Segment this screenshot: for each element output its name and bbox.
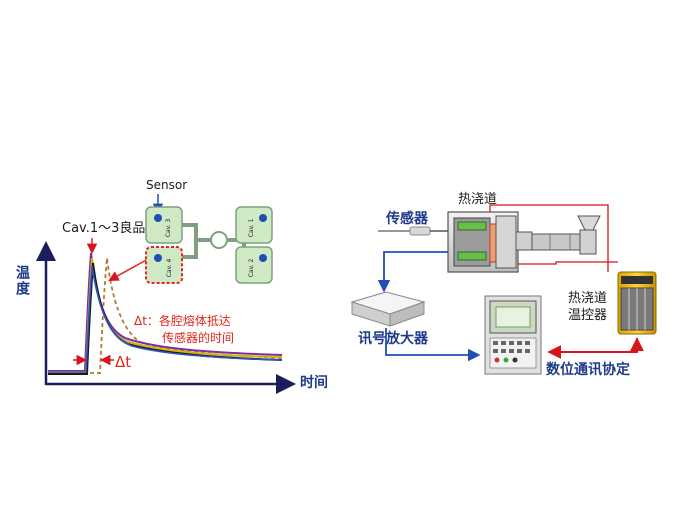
left-diagram: 温度 时间 Δt Cav.1～3良品 Δt：各腔熔体抵达 传感器的时间 Sens… xyxy=(14,178,328,394)
hopper xyxy=(577,215,601,231)
delta-t-note-line2: 传感器的时间 xyxy=(162,330,234,345)
cav4-pointer xyxy=(108,257,151,282)
mold-layout: Cav. 3 Cav. 4 Cav. 1 Cav. 2 xyxy=(145,206,273,284)
temperature-curves xyxy=(48,252,283,375)
amplifier-to-panel xyxy=(385,328,481,362)
cavity-3-label: Cav. 3 xyxy=(165,219,172,238)
good-parts-label: Cav.1～3良品 xyxy=(62,220,145,236)
cavity-2-label: Cav. 2 xyxy=(248,259,255,278)
sprue xyxy=(210,231,228,249)
cavity-4-label: Cav. 4 xyxy=(166,259,173,278)
controller-label-line1: 热浇道 xyxy=(568,291,607,306)
heater-wire-top xyxy=(489,204,609,272)
machine-control-panel xyxy=(484,295,542,375)
controller-label-line2: 温控器 xyxy=(568,308,607,323)
runner-system xyxy=(182,223,246,259)
cavity-1-label: Cav. 1 xyxy=(248,219,255,238)
signal-amplifier xyxy=(350,291,426,327)
protocol-label: 数位通讯协定 xyxy=(546,361,630,378)
y-axis-label: 温度 xyxy=(14,265,30,297)
sensor-probe xyxy=(378,226,448,236)
cavity-3: Cav. 3 xyxy=(145,206,183,244)
delta-t-label: Δt xyxy=(115,353,131,371)
right-diagram: 热浇道 传感器 讯号放大器 xyxy=(350,192,657,378)
cavity-4: Cav. 4 xyxy=(145,246,183,284)
cavity-1: Cav. 1 xyxy=(235,206,273,244)
nozzle xyxy=(515,231,533,251)
temperature-controller xyxy=(617,271,657,335)
protocol-arrow xyxy=(547,338,638,359)
hot-runner-label: 热浇道 xyxy=(458,192,497,207)
heater-wire-bottom xyxy=(518,261,618,265)
sensor-label-right: 传感器 xyxy=(385,210,429,227)
cavity-2: Cav. 2 xyxy=(235,246,273,284)
amplifier-label: 讯号放大器 xyxy=(358,330,429,347)
sensor-wire xyxy=(377,251,448,293)
x-axis-label: 时间 xyxy=(300,374,328,391)
curve-blue xyxy=(48,265,283,373)
sensor-label-left: Sensor xyxy=(146,178,187,192)
delta-t-note-line1: Δt：各腔熔体抵达 xyxy=(134,313,231,328)
injection-machine xyxy=(447,211,601,273)
